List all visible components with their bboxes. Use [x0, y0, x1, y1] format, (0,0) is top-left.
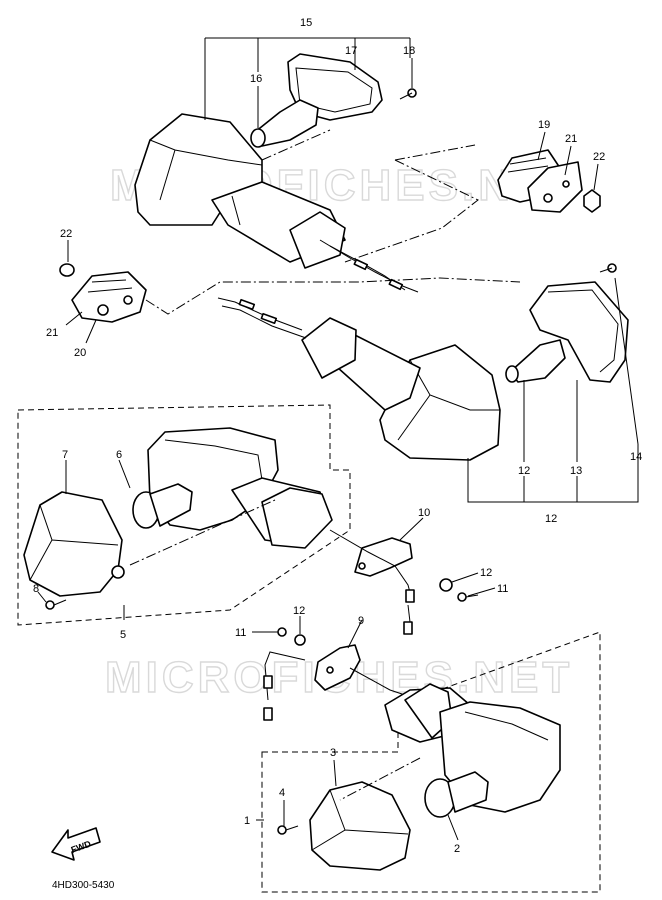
drawing-code: 4HD300-5430 [52, 880, 115, 891]
callout-12-upper: 12 [480, 567, 492, 579]
spacer-plate-set-right [497, 149, 601, 213]
callout-19: 17 [345, 45, 357, 57]
callout-17: 15 [300, 17, 312, 29]
spacer-plate-set-left [59, 263, 147, 323]
callout-18: 16 [250, 73, 262, 85]
callout-3: 3 [330, 747, 336, 759]
front-left-group-frame [17, 404, 351, 626]
callout-5: 5 [120, 629, 126, 641]
leader-lines [37, 37, 639, 841]
callout-20: 18 [403, 45, 415, 57]
callout-labels: 15 16 17 18 19 21 22 22 21 20 12 13 14 1… [33, 17, 642, 855]
callout-21-left: 20 [74, 347, 86, 359]
front-right-group-frame [261, 631, 601, 893]
callout-7: 7 [62, 449, 68, 461]
callout-23-left: 22 [60, 228, 72, 240]
callout-11-lower: 11 [235, 627, 246, 639]
rear-turn-signal-left-assembly [134, 53, 419, 293]
callout-12-lower: 12 [293, 605, 305, 617]
rear-turn-signal-right-assembly [217, 263, 629, 461]
callout-14: 12 [518, 465, 530, 477]
forward-direction-arrow: FWD [51, 827, 101, 861]
callout-6: 6 [116, 449, 122, 461]
front-turn-signal-left-assembly [23, 427, 479, 635]
callout-23-right: 22 [593, 151, 605, 163]
callout-1: 1 [244, 815, 250, 827]
callout-21-right: 19 [538, 119, 550, 131]
callout-13: 12 [545, 513, 557, 525]
callout-11-upper: 11 [497, 583, 508, 595]
callout-9: 9 [358, 615, 364, 627]
callout-2: 2 [454, 843, 460, 855]
callout-15: 13 [570, 465, 582, 477]
front-turn-signal-right-assembly [263, 627, 561, 871]
callout-22-right: 21 [565, 133, 577, 145]
callout-8: 8 [33, 583, 39, 595]
callout-16: 14 [630, 451, 642, 463]
callout-22-left: 21 [46, 327, 58, 339]
callout-10: 10 [418, 507, 430, 519]
callout-4: 4 [279, 787, 285, 799]
